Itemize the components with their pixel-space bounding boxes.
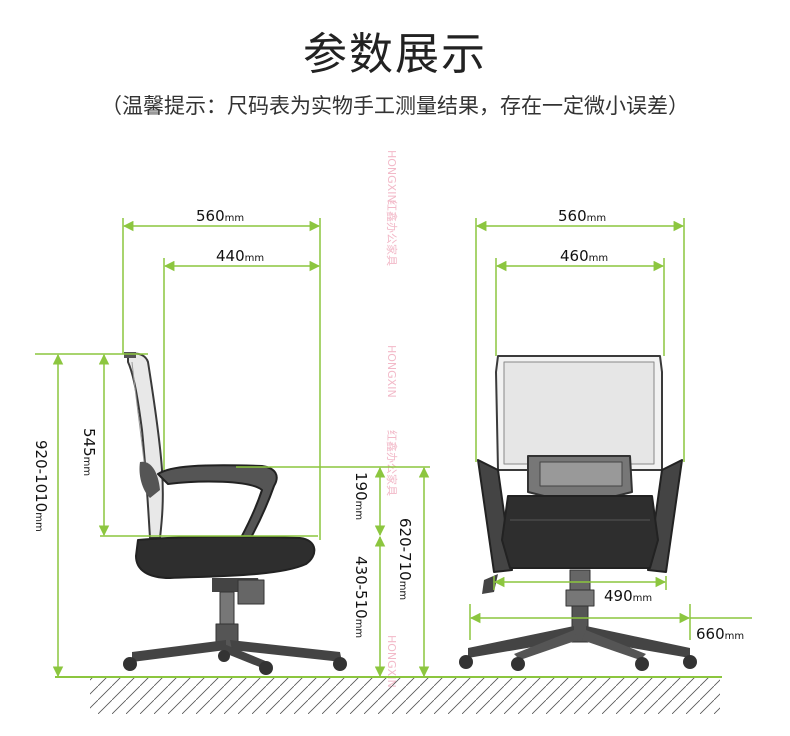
front-view-dimensions: [469, 218, 752, 640]
watermark-cn-top: 红鑫办公家具: [385, 200, 399, 266]
side-view-labels: 560mm 440mm 920-1010mm 545mm 190mm 430-5…: [32, 207, 414, 638]
watermark-brand-mid: HONGXIN: [385, 345, 398, 398]
label-armrest-above-seat: 190mm: [352, 472, 370, 520]
front-view-chair: [459, 355, 697, 671]
floor: [55, 676, 722, 714]
label-side-seat-depth: 440mm: [216, 247, 264, 265]
watermark-brand-bottom: HONGXIN: [385, 635, 398, 688]
watermark-cn-mid: 红鑫办公家具: [385, 430, 399, 496]
label-backrest-height: 545mm: [80, 428, 98, 476]
front-view-labels: 560mm 460mm 490mm 660mm: [558, 207, 744, 643]
watermark: HONGXIN HONGXIN HONGXIN 红鑫办公家具 红鑫办公家具: [385, 150, 399, 688]
label-side-overall-depth: 560mm: [196, 207, 244, 225]
measurement-note: （温馨提示：尺码表为实物手工测量结果，存在一定微小误差）: [101, 94, 689, 118]
watermark-brand-top: HONGXIN: [385, 150, 398, 203]
label-front-overall-width: 560mm: [558, 207, 606, 225]
side-view-dimensions: [35, 218, 430, 678]
label-total-height: 920-1010mm: [32, 440, 50, 532]
label-back-width: 460mm: [560, 247, 608, 265]
side-view-chair: [123, 352, 347, 675]
label-seat-height: 430-510mm: [352, 556, 370, 638]
label-base-diameter: 660mm: [696, 625, 744, 643]
label-seat-width: 490mm: [604, 587, 652, 605]
page-title: 参数展示: [303, 29, 487, 80]
label-armrest-height: 620-710mm: [396, 518, 414, 600]
